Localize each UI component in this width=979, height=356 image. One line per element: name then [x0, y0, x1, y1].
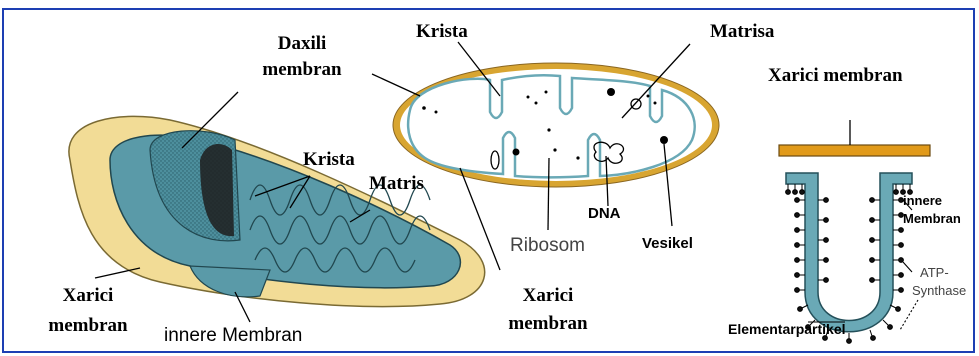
ribosome-dot — [545, 91, 548, 94]
outer-membrane-bar — [779, 145, 930, 156]
ribosome-dot — [547, 128, 550, 131]
label-ribosom: Ribosom — [510, 236, 585, 257]
inner-membrane-lip — [190, 266, 270, 297]
label-innere-right-2: Membran — [903, 212, 961, 226]
label-innere-membran-left: innere Membran — [164, 326, 302, 347]
granule — [513, 149, 520, 156]
leader-atp — [903, 262, 912, 272]
label-daxili-membran-2: membran — [254, 60, 350, 81]
vesicle-dot — [660, 136, 668, 144]
label-matrisa: Matrisa — [710, 22, 774, 43]
ribosome-dot — [654, 102, 657, 105]
ribosome-dot — [535, 102, 538, 105]
label-xarici-left-1: Xarici — [40, 286, 136, 307]
ribosome-dot — [553, 148, 556, 151]
label-dna: DNA — [588, 206, 621, 223]
label-xarici-mid-1: Xarici — [500, 286, 596, 307]
crista-u-membrane — [786, 173, 912, 332]
label-xarici-mid-2: membran — [500, 314, 596, 335]
granule — [607, 88, 615, 96]
label-krista-left: Krista — [303, 150, 355, 171]
ribosome-dot — [422, 106, 426, 110]
ribosome-dot — [647, 95, 650, 98]
label-daxili-membran-1: Daxili — [272, 34, 332, 55]
ribosome-dot — [576, 156, 579, 159]
leader-synthase — [900, 300, 918, 330]
label-vesikel: Vesikel — [642, 236, 693, 253]
ribosome-dot — [435, 111, 438, 114]
label-xarici-left-2: membran — [40, 316, 136, 337]
label-elementarpartikel: Elementarpartikel — [728, 322, 846, 337]
label-atp-1: ATP- — [920, 266, 949, 280]
label-krista-mid: Krista — [416, 22, 468, 43]
label-innere-right-1: innere — [903, 194, 942, 208]
ribosome-dot — [527, 96, 530, 99]
label-matris: Matris — [369, 174, 424, 195]
membrane-schematic — [779, 120, 930, 343]
leader-daxili-mid — [372, 74, 420, 96]
label-atp-2: Synthase — [912, 284, 966, 298]
label-xarici-membran-right: Xarici membran — [768, 66, 903, 87]
